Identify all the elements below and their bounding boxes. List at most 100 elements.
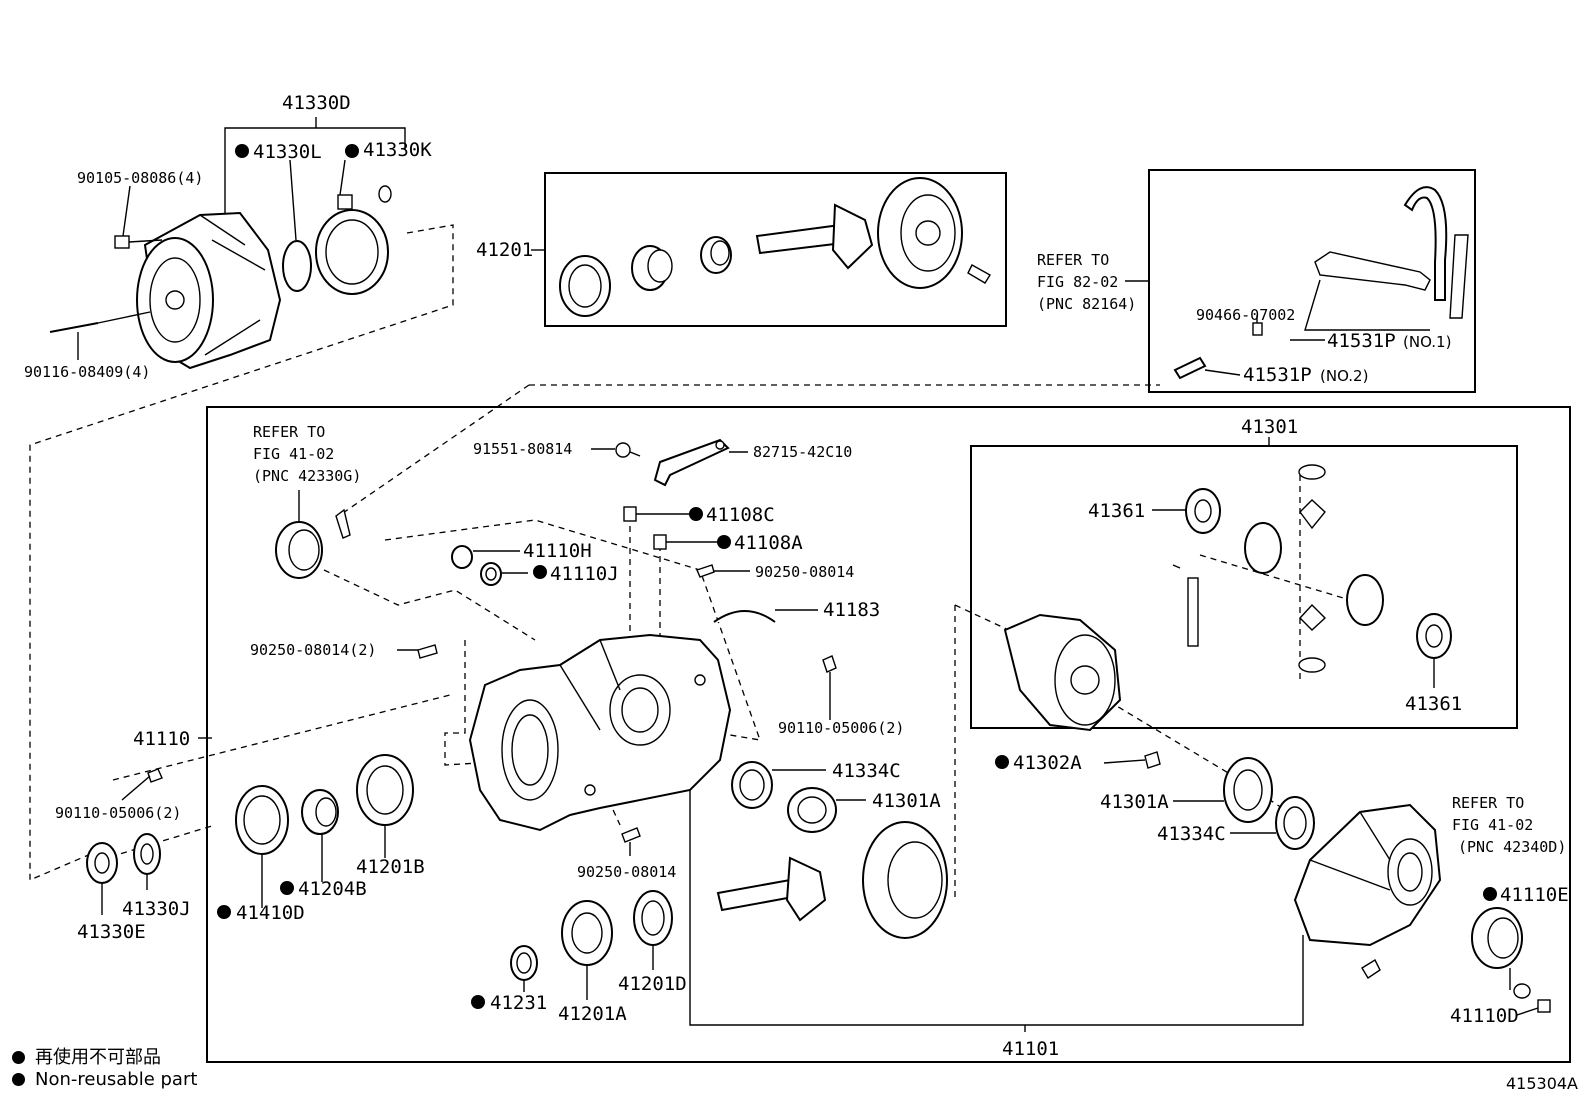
legend-text-japanese: 再使用不可部品	[35, 1047, 161, 1068]
bearing-41301A-left	[787, 787, 837, 833]
label-41201A: 41201A	[558, 1003, 627, 1025]
nonreusable-marker	[995, 755, 1009, 769]
label-41330E: 41330E	[77, 921, 146, 943]
oil-seal-41110E	[1471, 907, 1523, 969]
label-90250-bottom: 90250-08014	[577, 863, 676, 881]
refer-41-right-line2: FIG 41-02	[1452, 816, 1533, 834]
hose-41183	[713, 610, 776, 623]
label-90250-2: 90250-08014(2)	[250, 641, 376, 659]
label-82715: 82715-42C10	[753, 443, 852, 461]
pin-90250-top	[696, 564, 715, 578]
label-41410D: 41410D	[236, 902, 305, 924]
bearing-cup-41201D	[633, 890, 673, 946]
breather-hose-41531P-no1	[1304, 186, 1469, 331]
refer-41-right-line1: REFER TO	[1452, 794, 1524, 812]
label-41334C-left: 41334C	[832, 760, 901, 782]
ring-pinion-kit-41201	[559, 177, 991, 317]
nonreusable-marker	[689, 507, 703, 521]
nonreusable-marker	[235, 144, 249, 158]
label-90116: 90116-08409(4)	[24, 363, 150, 381]
legend-line-japanese: 再使用不可部品	[12, 1043, 161, 1069]
bolt-cover	[1361, 959, 1381, 979]
label-41110E: 41110E	[1500, 884, 1569, 906]
refer-82-line3: (PNC 82164)	[1037, 295, 1136, 313]
oil-seal-42330G	[275, 521, 323, 579]
label-91551: 91551-80814	[473, 440, 572, 458]
label-41330D: 41330D	[282, 92, 351, 114]
bearing-cup-41334C-right	[1275, 796, 1315, 850]
nonreusable-marker	[280, 881, 294, 895]
label-90466: 90466-07002	[1196, 306, 1295, 324]
extension-housing-41330D	[136, 211, 282, 370]
washer-41330J	[133, 833, 161, 875]
label-41108A: 41108A	[734, 532, 803, 554]
differential-case-box	[970, 445, 1518, 729]
guide-line-seal	[323, 569, 536, 641]
breather-hose-41531P-no2	[1173, 356, 1207, 380]
label-41531P-no1-note: (NO.1)	[1403, 333, 1451, 351]
guide-line-shaft	[1199, 554, 1351, 601]
bolt-90110-left	[147, 768, 163, 783]
pinion-gears	[1298, 464, 1327, 673]
label-41201B: 41201B	[356, 856, 425, 878]
label-41531P-no2: 41531P	[1243, 364, 1312, 386]
bearing-41301A-right	[1223, 757, 1273, 823]
label-41301A-left: 41301A	[872, 790, 941, 812]
carrier-cover-42340D	[1293, 803, 1442, 947]
pin-90250-2	[417, 644, 438, 659]
nonreusable-marker	[533, 565, 547, 579]
ring-gear	[862, 821, 948, 939]
plug-41110D	[1513, 983, 1551, 1013]
label-41110: 41110	[133, 728, 190, 750]
nut-41204B	[301, 789, 339, 835]
label-41301A-right: 41301A	[1100, 791, 1169, 813]
label-41201: 41201	[476, 239, 533, 261]
nonreusable-marker	[217, 905, 231, 919]
bolt-91551	[615, 442, 641, 458]
nonreusable-marker	[471, 995, 485, 1009]
spacer-41231	[510, 945, 538, 981]
side-gears	[1244, 522, 1384, 626]
label-41334C-right: 41334C	[1157, 823, 1226, 845]
label-41361-bottom: 41361	[1405, 693, 1462, 715]
guide-line-plug	[444, 640, 529, 766]
legend-marker-icon	[12, 1073, 25, 1086]
plug-41108C	[623, 506, 637, 522]
oil-seal-41410D	[235, 785, 289, 855]
breather-tube	[335, 508, 351, 539]
plug-90250-bottom	[621, 827, 641, 843]
guide-line-left	[29, 224, 454, 881]
leader-41330D	[224, 127, 406, 213]
legend-marker-icon	[12, 1051, 25, 1064]
label-41110J: 41110J	[550, 563, 619, 585]
label-41531P-no2-note: (NO.2)	[1320, 367, 1368, 385]
label-90250-top: 90250-08014	[755, 563, 854, 581]
bolt-41302A	[1144, 751, 1161, 769]
label-90105: 90105-08086(4)	[77, 169, 203, 187]
oil-seal-41330K	[315, 185, 392, 295]
legend-text-english: Non-reusable part	[35, 1069, 198, 1090]
label-41330J: 41330J	[122, 898, 191, 920]
bearing-41201A	[561, 900, 613, 966]
legend-line-english: Non-reusable part	[12, 1069, 197, 1090]
label-41231: 41231	[490, 992, 547, 1014]
snap-ring-41330L	[282, 240, 312, 292]
figure-code: 415304A	[1505, 1074, 1578, 1093]
label-41531P-no1: 41531P	[1327, 330, 1396, 352]
gasket-41110J	[480, 562, 502, 586]
label-41110H: 41110H	[523, 540, 592, 562]
label-41101: 41101	[1002, 1038, 1059, 1060]
carrier-housing-41110	[468, 633, 732, 832]
label-41301: 41301	[1241, 416, 1298, 438]
label-41302A: 41302A	[1013, 752, 1082, 774]
refer-41-left-line1: REFER TO	[253, 423, 325, 441]
plug-41110H	[451, 545, 473, 569]
carrier-assembly-box	[206, 406, 1571, 1063]
label-90110-right: 90110-05006(2)	[778, 719, 904, 737]
bearing-cup-41334C-left	[731, 761, 773, 809]
refer-82-line1: REFER TO	[1037, 251, 1109, 269]
label-41110D: 41110D	[1450, 1005, 1519, 1027]
label-41361-top: 41361	[1088, 500, 1145, 522]
